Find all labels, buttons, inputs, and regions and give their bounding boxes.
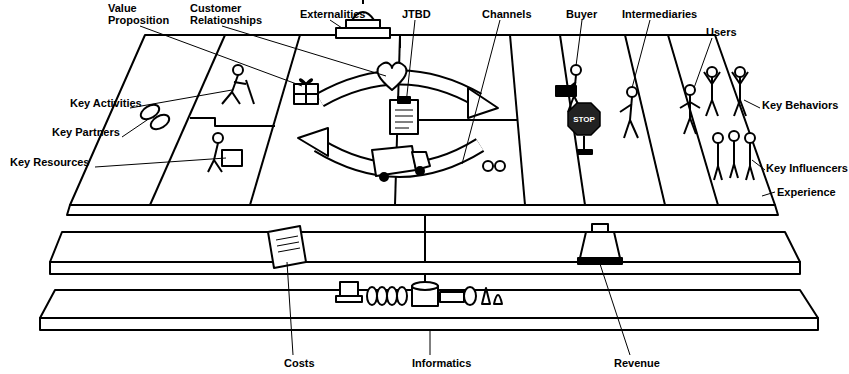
part-label: Costs bbox=[284, 357, 315, 369]
part-label: Users bbox=[706, 26, 737, 38]
part-label: Key Partners bbox=[52, 126, 120, 138]
part-label: Key Activities bbox=[70, 97, 142, 109]
part-label: Buyer bbox=[566, 8, 597, 20]
part-label: Customer Relationships bbox=[190, 2, 270, 26]
sign-text: STOP bbox=[567, 102, 601, 136]
stop-sign: STOP bbox=[567, 102, 601, 136]
part-label: Key Resources bbox=[10, 156, 90, 168]
part-label: Revenue bbox=[614, 357, 660, 369]
part-label: Informatics bbox=[412, 357, 471, 369]
part-label: Intermediaries bbox=[622, 8, 697, 20]
part-label: JTBD bbox=[402, 8, 431, 20]
part-label: Channels bbox=[482, 8, 532, 20]
part-label: Key Influencers bbox=[766, 162, 848, 174]
part-label: Experience bbox=[777, 186, 836, 198]
part-label: Externalities bbox=[300, 8, 365, 20]
part-label: Key Behaviors bbox=[762, 99, 838, 111]
part-label: Value Proposition bbox=[108, 2, 178, 26]
